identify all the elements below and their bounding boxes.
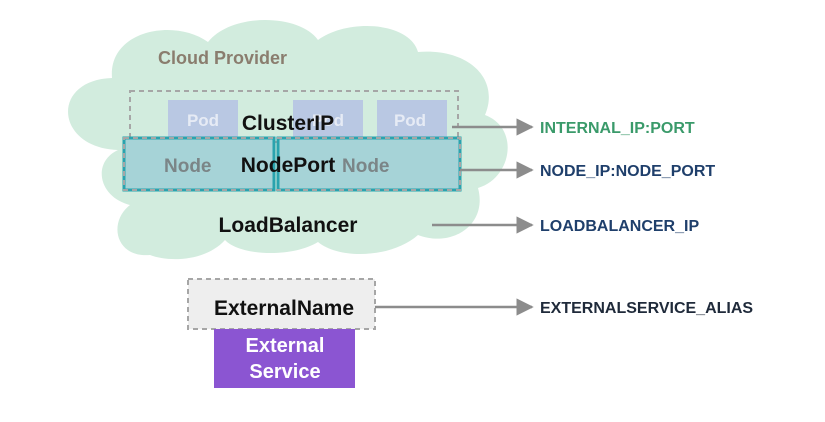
external-service-label-line2: Service: [249, 361, 320, 383]
pod-label-1: Pod: [187, 111, 219, 130]
pod-box-3: [377, 100, 447, 138]
pods-group: Pod Pod Pod: [168, 100, 447, 138]
arrows-group: [375, 118, 534, 316]
external-service-label-line1: External: [246, 335, 325, 357]
pod-box-1: [168, 100, 238, 138]
external-name-label: ExternalName: [214, 297, 354, 320]
endpoint-node-label: NODE_IP:NODE_PORT: [540, 163, 715, 180]
pod-box-2: [293, 100, 363, 138]
pod-label-2: Pod: [312, 111, 344, 130]
endpoint-internal-label: INTERNAL_IP:PORT: [540, 120, 695, 137]
node-port-dashed-box: [123, 137, 461, 191]
external-service-box: [214, 329, 355, 388]
node-label-2: Node: [342, 156, 390, 177]
node-port-label: NodePort: [241, 154, 336, 177]
node-label-1: Node: [164, 156, 212, 177]
cloud-provider-label: Cloud Provider: [158, 48, 287, 68]
nodes-group: Node Node: [122, 136, 462, 192]
endpoint-external-label: EXTERNALSERVICE_ALIAS: [540, 300, 753, 317]
endpoint-loadbalancer-label: LOADBALANCER_IP: [540, 218, 699, 235]
load-balancer-label: LoadBalancer: [219, 214, 358, 237]
cluster-ip-label: ClusterIP: [242, 112, 334, 135]
pod-label-3: Pod: [394, 111, 426, 130]
external-name-box: [187, 278, 376, 330]
